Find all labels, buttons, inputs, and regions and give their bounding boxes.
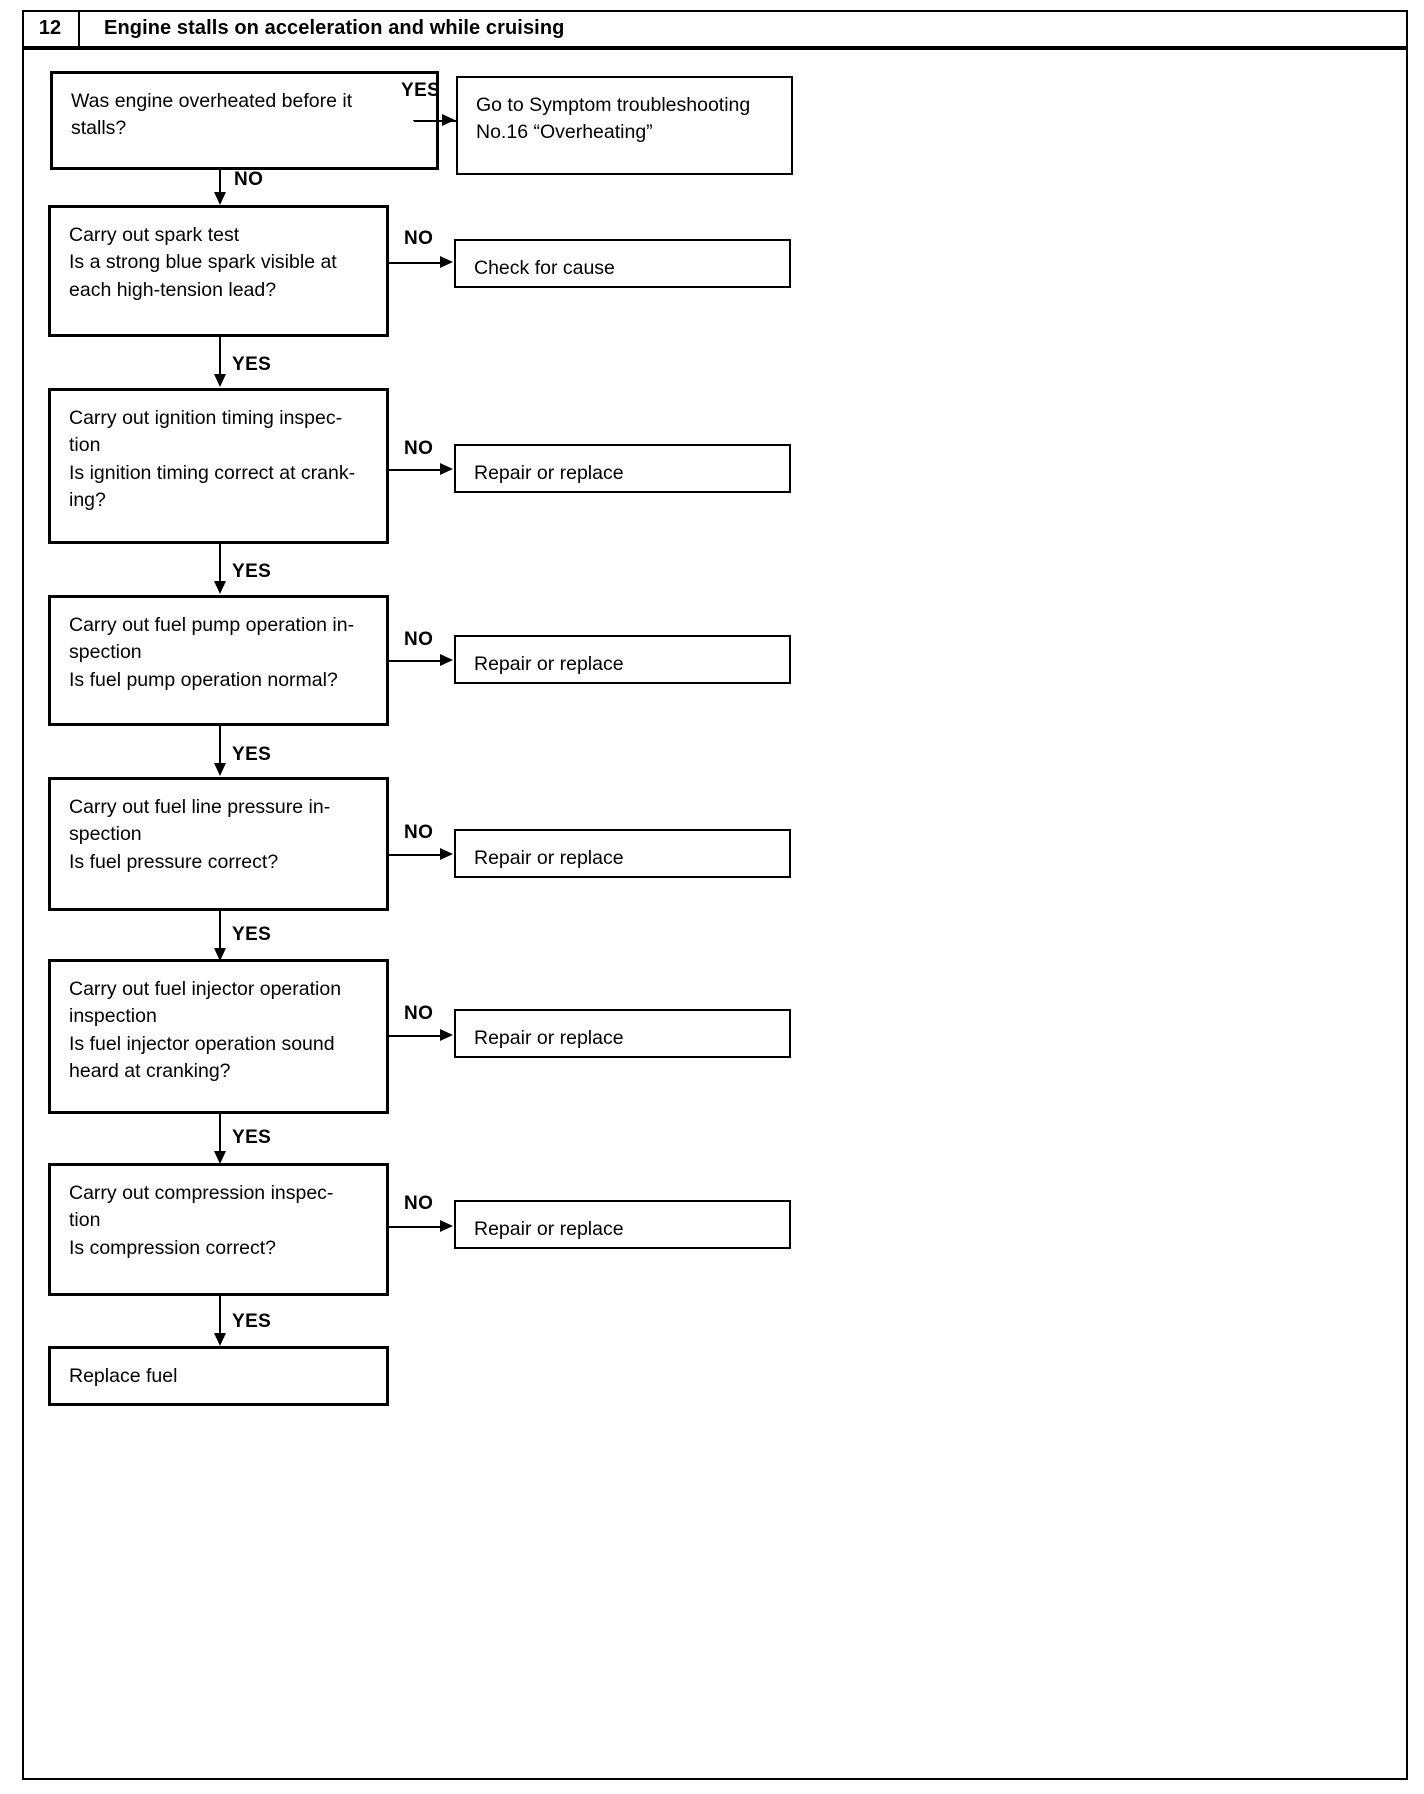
decision-node-fuel-pump: Carry out fuel pump operation in- specti… xyxy=(48,595,389,726)
edge-q3-yes xyxy=(219,544,221,584)
arrowhead-q3-yes xyxy=(214,581,226,594)
decision-node-fuel-line-pressure: Carry out fuel line pressure in- spectio… xyxy=(48,777,389,911)
arrowhead-q1-yes xyxy=(442,114,455,126)
edge-label-q2-no: NO xyxy=(404,228,434,249)
edge-q2-no xyxy=(389,262,444,264)
edge-label-q4-no: NO xyxy=(404,629,434,650)
edge-label-q4-yes: YES xyxy=(232,744,272,765)
edge-q7-yes xyxy=(219,1296,221,1336)
edge-label-q6-no: NO xyxy=(404,1003,434,1024)
arrowhead-q3-no xyxy=(440,463,453,475)
edge-q6-no xyxy=(389,1035,444,1037)
symptom-number: 12 xyxy=(22,10,80,46)
edge-q5-yes xyxy=(219,911,221,951)
edge-label-q1-yes: YES xyxy=(401,80,441,101)
edge-label-q5-yes: YES xyxy=(232,924,272,945)
edge-q5-no xyxy=(389,854,444,856)
arrowhead-q4-yes xyxy=(214,763,226,776)
action-node-replace-fuel: Replace fuel xyxy=(48,1346,389,1406)
edge-label-q1-no: NO xyxy=(234,169,264,190)
edge-label-q2-yes: YES xyxy=(232,354,272,375)
edge-label-q7-no: NO xyxy=(404,1193,434,1214)
edge-q4-yes xyxy=(219,726,221,766)
arrowhead-q6-yes xyxy=(214,1151,226,1164)
action-node-repair-replace-injector: Repair or replace xyxy=(454,1009,791,1058)
arrowhead-q5-yes xyxy=(214,948,226,961)
decision-node-engine-overheated: Was engine overheated before it stalls? xyxy=(50,71,439,170)
edge-label-q6-yes: YES xyxy=(232,1127,272,1148)
edge-q2-yes xyxy=(219,337,221,377)
arrowhead-q1-no xyxy=(214,192,226,205)
decision-node-compression: Carry out compression inspec- tion Is co… xyxy=(48,1163,389,1296)
arrowhead-q2-yes xyxy=(214,374,226,387)
edge-q1-yes xyxy=(414,120,459,122)
arrowhead-q4-no xyxy=(440,654,453,666)
edge-label-q3-yes: YES xyxy=(232,561,272,582)
action-node-repair-replace-fuel-pump: Repair or replace xyxy=(454,635,791,684)
decision-node-fuel-injector: Carry out fuel injector operation inspec… xyxy=(48,959,389,1114)
arrowhead-q5-no xyxy=(440,848,453,860)
edge-q6-yes xyxy=(219,1114,221,1154)
page-title: Engine stalls on acceleration and while … xyxy=(104,16,565,39)
action-node-repair-replace-fuel-pressure: Repair or replace xyxy=(454,829,791,878)
edge-q7-no xyxy=(389,1226,444,1228)
edge-q3-no xyxy=(389,469,444,471)
edge-label-q7-yes: YES xyxy=(232,1311,272,1332)
arrowhead-q6-no xyxy=(440,1029,453,1041)
action-node-check-for-cause: Check for cause xyxy=(454,239,791,288)
decision-node-ignition-timing: Carry out ignition timing inspec- tion I… xyxy=(48,388,389,544)
edge-label-q3-no: NO xyxy=(404,438,434,459)
page-header: 12 Engine stalls on acceleration and whi… xyxy=(22,10,1408,50)
arrowhead-q2-no xyxy=(440,256,453,268)
action-node-goto-overheating: Go to Symptom troubleshooting No.16 “Ove… xyxy=(456,76,793,175)
edge-q4-no xyxy=(389,660,444,662)
arrowhead-q7-no xyxy=(440,1220,453,1232)
arrowhead-q7-yes xyxy=(214,1333,226,1346)
decision-node-spark-test: Carry out spark test Is a strong blue sp… xyxy=(48,205,389,337)
edge-q1-no xyxy=(219,170,221,194)
action-node-repair-replace-ignition: Repair or replace xyxy=(454,444,791,493)
edge-q1-yes-stub xyxy=(413,120,415,121)
action-node-repair-replace-compression: Repair or replace xyxy=(454,1200,791,1249)
edge-label-q5-no: NO xyxy=(404,822,434,843)
